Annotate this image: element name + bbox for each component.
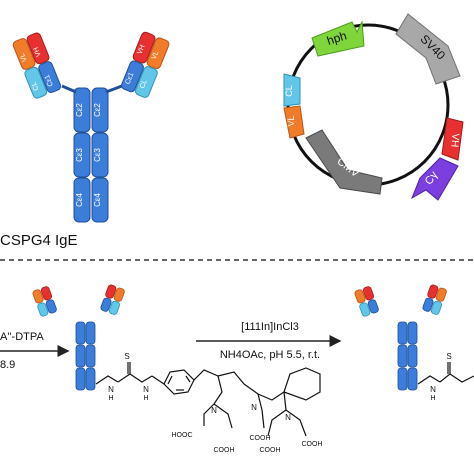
dtpa-chelator-structure — [95, 362, 321, 437]
vh-left-domain — [26, 32, 50, 65]
ce4-left-domain — [73, 177, 91, 223]
vl-right-domain — [146, 37, 170, 70]
hph-label: hph — [325, 28, 348, 48]
vl-plasmid-segment — [283, 105, 305, 139]
cl-right-domain — [134, 66, 158, 98]
vl-left-domain — [12, 38, 36, 70]
cooh-label-4: COOH — [260, 447, 281, 454]
cl-plasmid-segment — [283, 73, 301, 107]
cl-left-domain — [24, 66, 48, 99]
ce2-left-label: Cε2 — [75, 103, 84, 117]
radiolabeled-antibody-right: S N H — [354, 284, 474, 402]
ce1-right-label: Cε1 — [124, 72, 135, 86]
atom-n4: N — [251, 403, 257, 412]
fab-left-arm: VL CL VH Cε1 — [12, 32, 62, 99]
antibody-caption: CSPG4 IgE — [0, 232, 78, 249]
ce1-left-domain — [38, 61, 62, 93]
step2-reagent: [111In]InCl3 — [241, 321, 299, 333]
ce2-left-domain — [73, 87, 91, 133]
ce4-left-label: Cε4 — [75, 193, 84, 207]
fc-left-chain: Cε2 Cε3 Cε4 — [73, 87, 91, 223]
step2-condition: NH4OAc, pH 5.5, r.t. — [220, 349, 320, 361]
cy-segment — [411, 157, 459, 201]
cooh-label-1: HOOC — [172, 432, 193, 439]
ce2-right-domain — [91, 87, 109, 133]
vh-right-domain — [132, 31, 156, 64]
ce4-right-label: Cε4 — [93, 193, 102, 207]
cmv-segment — [305, 129, 383, 195]
atom-n1: N — [108, 385, 114, 394]
ce3-left-domain — [73, 132, 91, 178]
atom-h1: H — [108, 395, 113, 402]
atom-h3: H — [430, 395, 435, 402]
cooh-label-2: COOH — [214, 447, 235, 454]
ce2-right-label: Cε2 — [93, 103, 102, 117]
conjugate-antibody-middle — [32, 284, 125, 391]
ce3-right-label: Cε3 — [93, 148, 102, 162]
ce3-right-domain — [91, 132, 109, 178]
vl-right-label: VL — [151, 50, 161, 61]
ce3-left-label: Cε3 — [75, 148, 84, 162]
cooh-label-3: COOH — [250, 435, 271, 442]
vh-left-label: VH — [33, 46, 43, 58]
ce4-right-domain — [91, 177, 109, 223]
cooh-label-5: COOH — [302, 441, 323, 448]
ce1-left-label: Cε1 — [44, 73, 55, 87]
ce1-right-domain — [121, 60, 144, 93]
atom-n3: N — [211, 406, 217, 415]
ige-antibody-diagram: Cε2 Cε3 Cε4 Cε2 Cε3 Cε4 VL CL VH Cε1 — [0, 31, 170, 249]
cl-right-label: CL — [139, 79, 149, 90]
atom-s1: S — [124, 352, 129, 361]
hinge-right — [105, 84, 123, 94]
vh-plasmid-segment — [441, 117, 464, 161]
atom-n2: N — [143, 385, 149, 394]
fab-right-arm: VH Cε1 VL CL — [121, 31, 170, 98]
vl-left-label: VL — [19, 52, 29, 63]
atom-h2: H — [143, 395, 148, 402]
cl-plasmid-label: CL — [284, 85, 294, 97]
vl-plasmid-label: VL — [286, 115, 296, 126]
atom-n5: N — [285, 413, 291, 422]
vh-right-label: VH — [137, 44, 147, 56]
hph-segment — [311, 20, 365, 57]
reaction-scheme: A''-DTPA 8.9 — [0, 284, 474, 454]
atom-n6: N — [430, 385, 436, 394]
cl-left-label: CL — [31, 81, 41, 92]
sv40-segment — [395, 13, 461, 85]
hinge-left — [61, 84, 77, 94]
fc-right-chain: Cε2 Cε3 Cε4 — [91, 87, 109, 223]
step1-condition: 8.9 — [0, 359, 15, 371]
atom-s2: S — [446, 352, 451, 361]
vh-plasmid-label: VH — [448, 133, 460, 148]
step1-reagent: A''-DTPA — [0, 331, 44, 343]
plasmid-map: hph SV40 VH Cγ CMV VL CL — [283, 13, 464, 201]
